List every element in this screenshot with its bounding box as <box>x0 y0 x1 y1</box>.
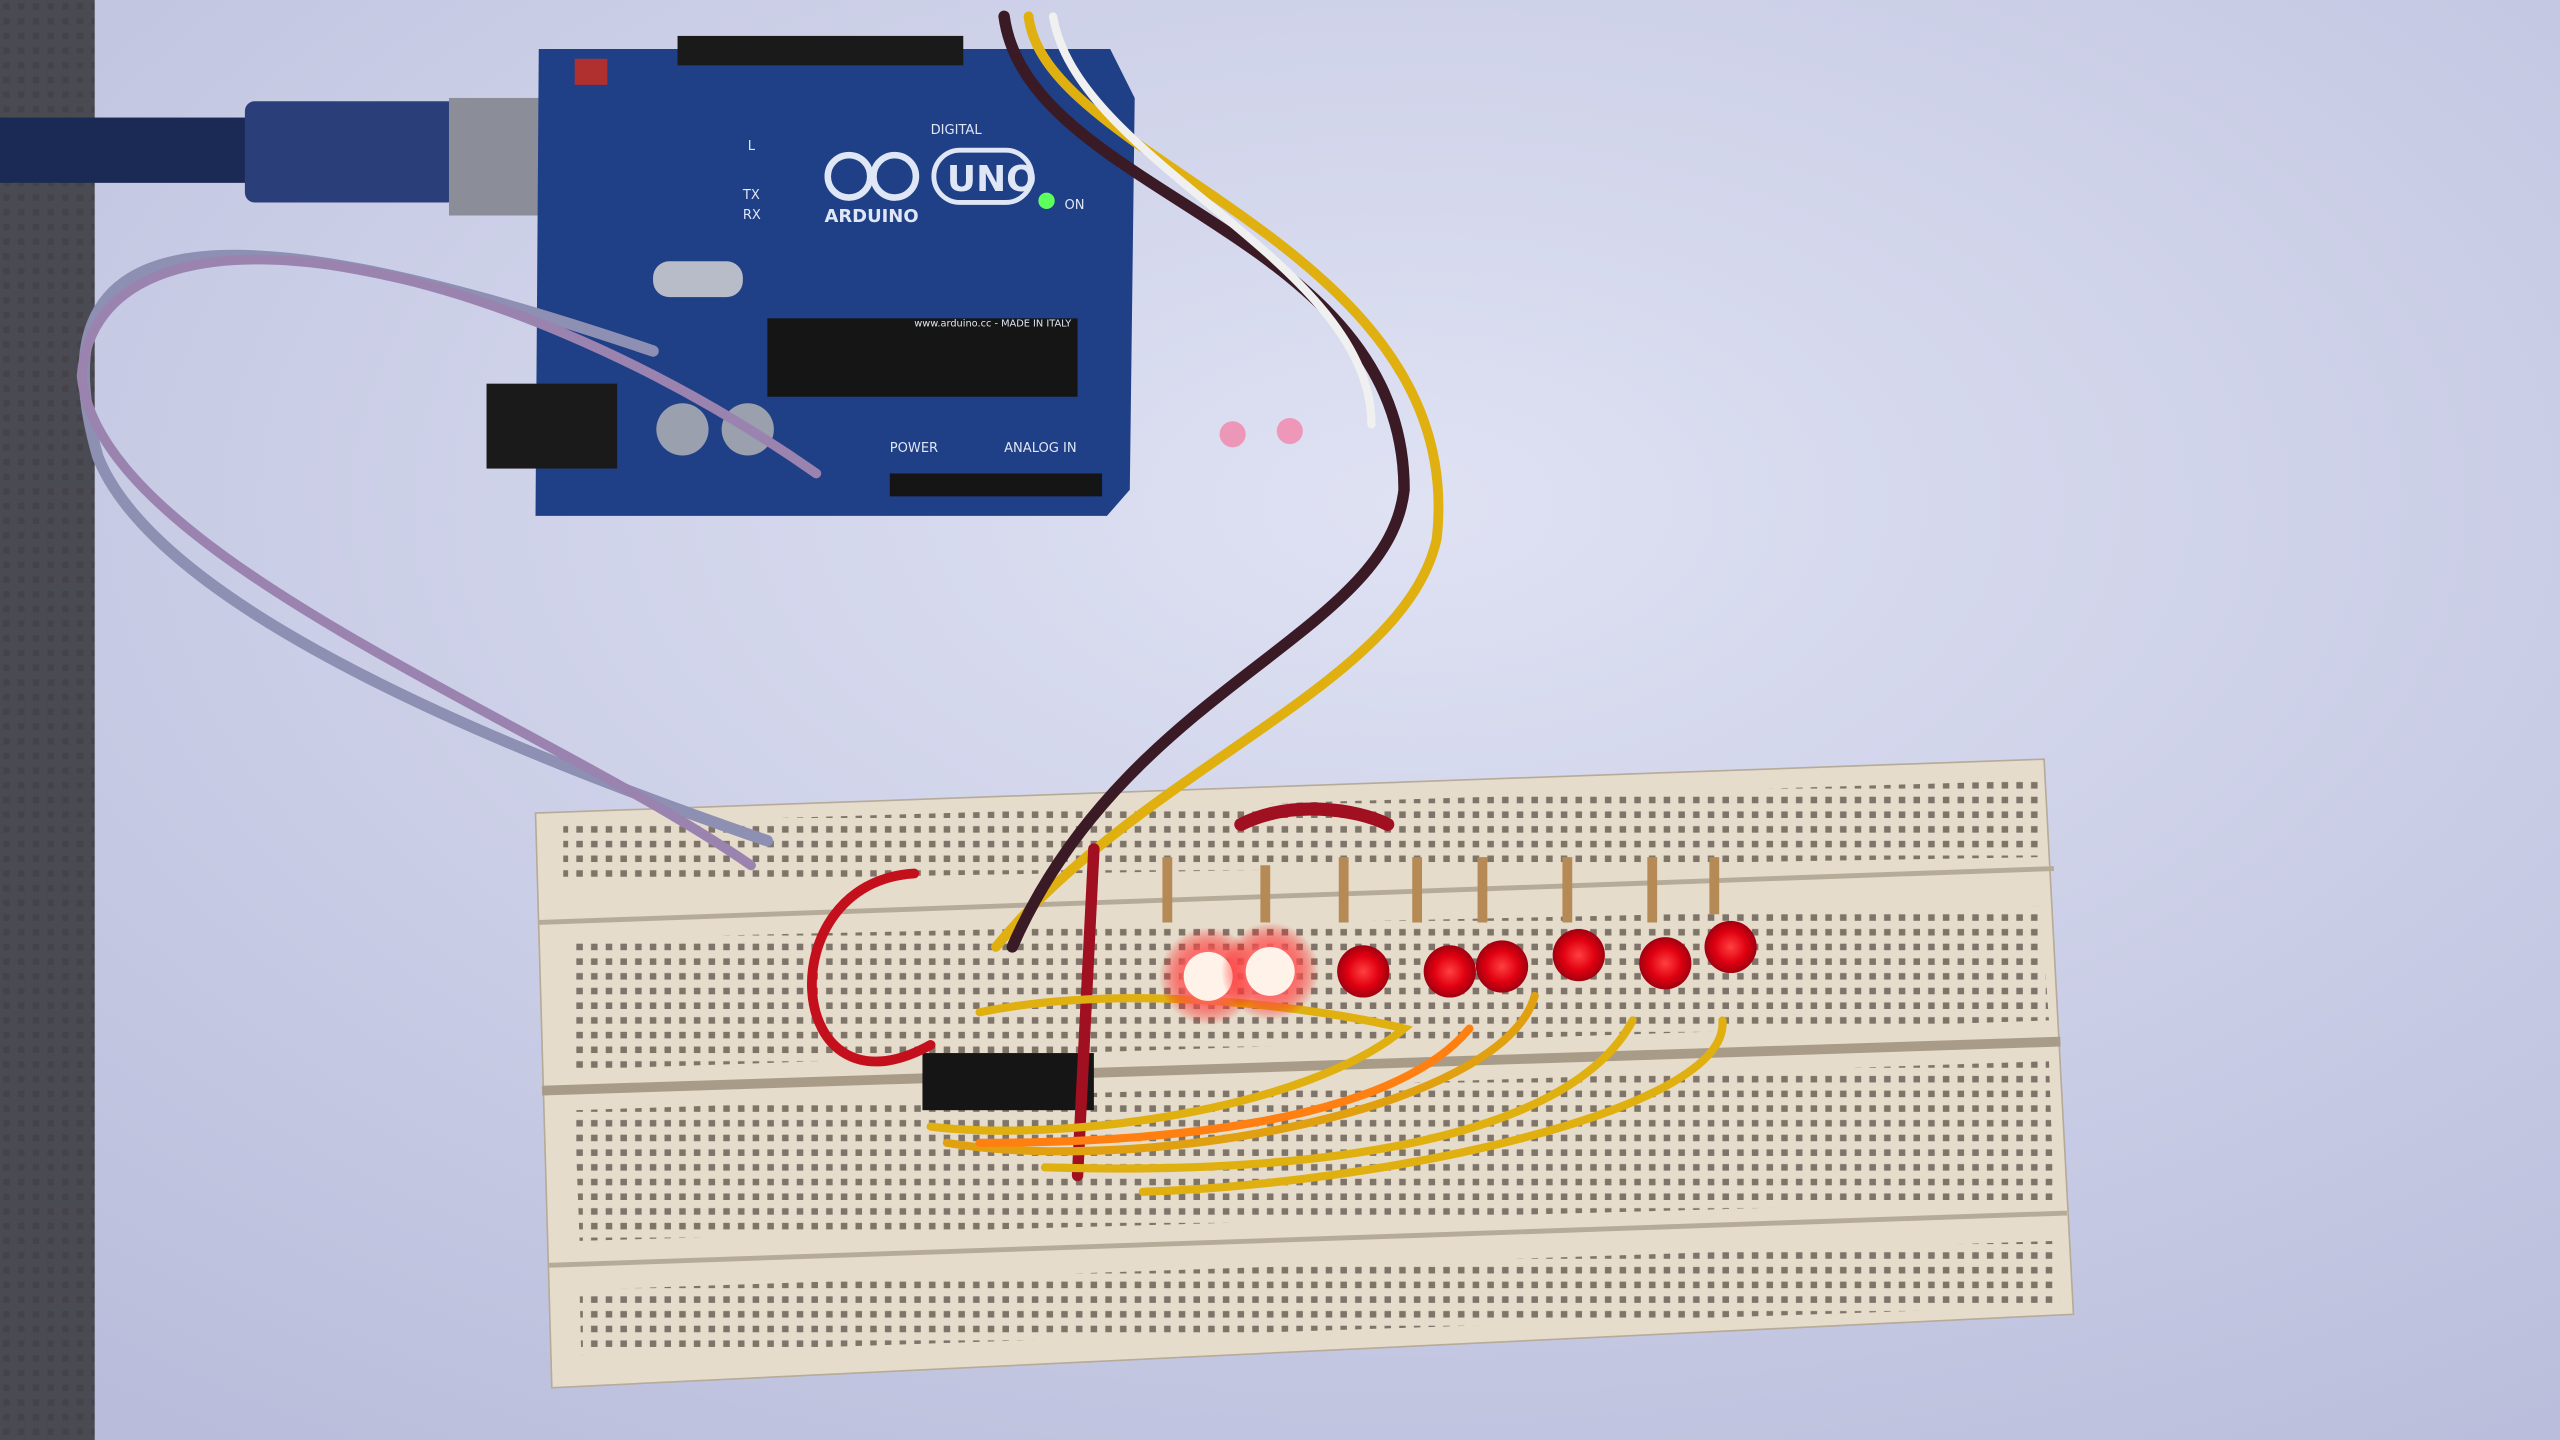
url-text: www.arduino.cc - MADE IN ITALY <box>914 319 1071 330</box>
shift-register-chip <box>922 1053 1094 1111</box>
led <box>1337 945 1390 998</box>
led <box>1423 945 1476 998</box>
logo-text: ARDUINO <box>824 206 918 227</box>
power-led <box>1038 192 1055 209</box>
capacitor <box>656 403 709 456</box>
resistors <box>1162 857 1720 923</box>
led <box>1639 937 1692 990</box>
led <box>1475 940 1529 993</box>
arduino-logo: ARDUINO <box>824 151 920 227</box>
led-row <box>1159 920 1757 1026</box>
jumper-wires <box>76 10 1727 1196</box>
rx-label: RX <box>743 208 761 223</box>
analog-label: ANALOG IN <box>1004 441 1077 456</box>
led <box>1704 920 1757 974</box>
digital-label: DIGITAL <box>931 123 983 138</box>
analog-header <box>889 473 1103 497</box>
digital-header <box>677 35 964 66</box>
on-label: ON <box>1064 198 1084 213</box>
led <box>1552 928 1605 982</box>
atmega-chip <box>767 318 1078 397</box>
tx-label: TX <box>742 188 760 203</box>
power-label: POWER <box>890 441 938 456</box>
crystal <box>653 261 743 298</box>
l-label: L <box>748 139 756 154</box>
breadboard <box>534 758 2075 1389</box>
arduino-uno-board: ARDUINO UNO DIGITAL POWER ANALOG IN www.… <box>486 35 1135 516</box>
model-text: UNO <box>947 159 1037 200</box>
reset-button <box>574 58 608 85</box>
power-jack <box>486 383 618 469</box>
